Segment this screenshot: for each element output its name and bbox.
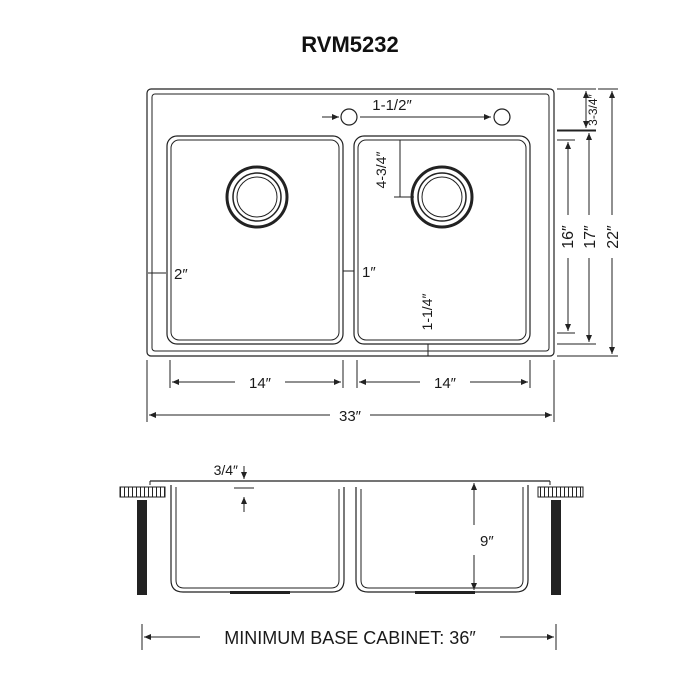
left-bowl	[166, 135, 344, 345]
left-drain-side	[230, 591, 290, 594]
cabinet-wall-right	[551, 500, 561, 595]
right-bowl	[353, 135, 531, 345]
left-bowl-side-inner	[175, 487, 340, 589]
divider-gap-label: 1″	[362, 264, 376, 281]
front-margin-label: 1-1/4″	[419, 294, 435, 331]
left-drain-icon	[225, 165, 289, 229]
sink-rim	[151, 93, 550, 352]
left-bowl-side	[170, 485, 345, 593]
countertop-right	[537, 486, 584, 498]
overall-width-label: 33″	[339, 408, 362, 425]
sink-outline	[146, 88, 555, 357]
top-view: 1-1/2″ 4-3/4″ 2″ 1″ 1-1/4″ 14″ 14″ 33″	[146, 88, 622, 425]
faucet-hole-right-icon	[493, 108, 511, 126]
right-drain-icon	[410, 165, 474, 229]
faucet-hole-left-icon	[340, 108, 358, 126]
bowl-height-label: 9″	[480, 533, 494, 550]
inner-depth-label: 16″	[560, 225, 577, 249]
outer-depth-label: 17″	[582, 225, 599, 249]
right-drain-side	[415, 591, 475, 594]
rim-offset-label: 3/4″	[214, 462, 238, 478]
deck-depth-label: 3-3/4″	[586, 93, 600, 125]
countertop-left	[119, 486, 166, 498]
left-margin-label: 2″	[174, 266, 188, 283]
right-bowl-side-inner	[360, 487, 524, 589]
faucet-hole-spacing-label: 1-1/2″	[372, 97, 412, 114]
right-bowl-inner	[357, 139, 527, 341]
cabinet-note: MINIMUM BASE CABINET: 36″	[224, 628, 476, 648]
cabinet-wall-left	[137, 500, 147, 595]
right-bowl-side	[355, 485, 529, 593]
left-bowl-inner	[170, 139, 340, 341]
side-view: 3/4″ 9″ MINIMUM BASE CABINET: 36″	[119, 462, 584, 650]
page-title: RVM5232	[301, 32, 398, 57]
right-bowl-width-label: 14″	[434, 375, 457, 392]
left-bowl-width-label: 14″	[249, 375, 272, 392]
drain-offset-label: 4-3/4″	[373, 152, 389, 189]
overall-depth-label: 22″	[605, 225, 622, 249]
